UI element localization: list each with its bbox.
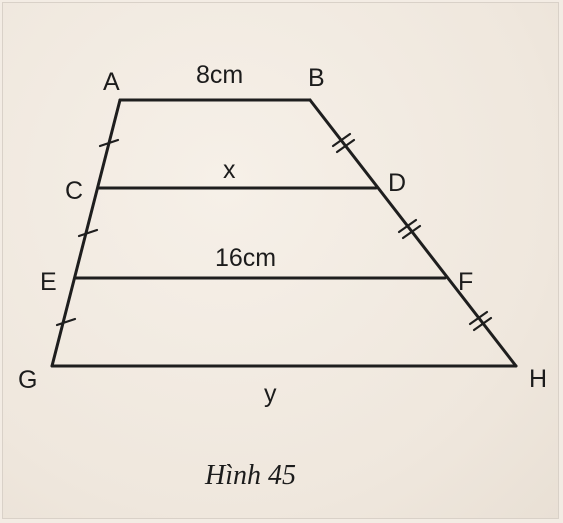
measure-gh: y (264, 380, 277, 408)
label-d: D (388, 169, 406, 197)
label-c: C (65, 177, 83, 205)
label-a: A (103, 68, 120, 96)
double-tick-bd (331, 132, 356, 154)
label-b: B (308, 64, 325, 92)
tick-eg (55, 317, 77, 327)
label-h: H (529, 365, 547, 393)
label-e: E (40, 268, 57, 296)
tick-ac (98, 138, 120, 148)
tick-ce (77, 228, 99, 238)
figure-frame (2, 2, 559, 519)
side-bh (308, 98, 518, 368)
measure-cd: x (223, 156, 236, 184)
double-tick-df (397, 218, 422, 240)
measure-ef: 16cm (215, 244, 276, 272)
double-tick-fh (468, 310, 493, 332)
label-g: G (18, 366, 37, 394)
figure-caption: Hình 45 (204, 460, 296, 491)
measure-ab: 8cm (196, 61, 243, 89)
label-f: F (458, 268, 473, 296)
